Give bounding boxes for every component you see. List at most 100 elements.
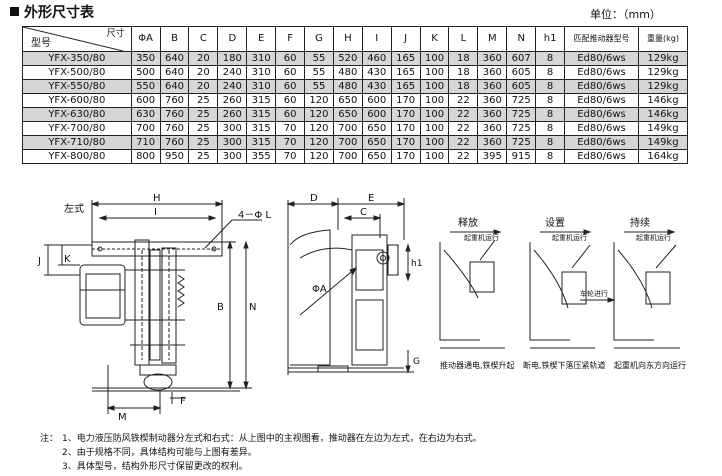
note-item: 3、具体型号，结构外形尺寸保留更改的权利。 [62,462,248,472]
value-cell: 70 [275,149,306,164]
value-cell: 710 [130,135,161,150]
front-view [44,200,262,414]
value-cell: 170 [390,93,421,108]
state-hold-sub: 起重机运行 [636,233,671,242]
value-cell: 520 [332,51,363,66]
value-cell: 360 [477,65,508,80]
notes-prefix: 注： [40,434,59,444]
value-cell: 605 [506,79,537,94]
value-cell: Ed80/6ws [564,51,639,66]
value-cell: Ed80/6ws [564,79,639,94]
left-style-label: 左式 [64,202,84,215]
value-cell: 22 [448,121,479,136]
unit-label: 单位：（mm） [590,8,661,21]
model-cell: YFX-350/80 [22,51,132,66]
value-cell: 650 [332,93,363,108]
value-cell: 480 [332,65,363,80]
header-col: h1 [535,26,566,52]
value-cell: 300 [217,149,248,164]
value-cell: 25 [188,121,219,136]
value-cell: 146kg [637,107,689,122]
value-cell: 650 [361,135,392,150]
side-view [286,198,414,375]
value-cell: 310 [246,65,277,80]
value-cell: 430 [361,65,392,80]
note-item: 2、由于规格不同，具体结构可能与上图有差异。 [62,448,257,458]
header-size-label: 尺寸 [106,29,125,39]
value-cell: 700 [332,121,363,136]
header-col: C [188,26,219,52]
value-cell: Ed80/6ws [564,121,639,136]
value-cell: 60 [275,65,306,80]
value-cell: 430 [361,79,392,94]
value-cell: 100 [419,79,450,94]
state-hold-side: 车轮进行 [580,289,608,298]
value-cell: Ed80/6ws [564,135,639,150]
value-cell: 800 [130,149,161,164]
header-actuator: 匹配推动器型号 [564,26,639,52]
value-cell: 395 [477,149,508,164]
header-col: M [477,26,508,52]
value-cell: 8 [535,135,566,150]
value-cell: 600 [361,93,392,108]
state-release-caption: 推动器通电,铁楔升起 [440,360,515,370]
technical-drawing: 左式 H I 4－Φ L J K B N M F D E C ΦA h1 G 释… [37,193,686,423]
value-cell: 25 [188,93,219,108]
model-cell: YFX-600/80 [22,93,132,108]
square-bullet-icon [10,7,19,16]
state-set-sub: 起重机运行 [552,233,587,242]
page-title: 外形尺寸表 [10,2,94,22]
value-cell: 315 [246,135,277,150]
value-cell: 100 [419,65,450,80]
header-col: B [159,26,190,52]
value-cell: 25 [188,149,219,164]
value-cell: 8 [535,51,566,66]
value-cell: 350 [130,51,161,66]
header-col: J [390,26,421,52]
value-cell: 149kg [637,135,689,150]
value-cell: 760 [159,135,190,150]
note-item: 1、电力液压防风铁楔制动器分左式和右式：从上图中的主视图看，推动器在左边为左式，… [62,434,482,444]
value-cell: 315 [246,107,277,122]
value-cell: 360 [477,93,508,108]
state-release [439,229,505,349]
dim-G: G [413,357,420,367]
value-cell: 650 [361,149,392,164]
value-cell: 170 [390,135,421,150]
value-cell: 8 [535,93,566,108]
value-cell: 360 [477,121,508,136]
value-cell: 8 [535,107,566,122]
header-col: K [419,26,450,52]
value-cell: 915 [506,149,537,164]
state-set [529,229,595,349]
value-cell: 129kg [637,65,689,80]
value-cell: 20 [188,51,219,66]
model-cell: YFX-500/80 [22,65,132,80]
value-cell: 149kg [637,121,689,136]
value-cell: 725 [506,93,537,108]
value-cell: 165 [390,65,421,80]
value-cell: 725 [506,121,537,136]
dim-h1: h1 [411,259,422,269]
value-cell: 164kg [637,149,689,164]
header-col: ΦA [130,26,161,52]
state-set-title: 设置 [545,217,565,229]
value-cell: 22 [448,135,479,150]
value-cell: 630 [130,107,161,122]
value-cell: 100 [419,107,450,122]
header-col: G [304,26,334,52]
value-cell: 360 [477,107,508,122]
header-model-label: 型号 [31,38,51,49]
header-col: F [275,26,306,52]
value-cell: 22 [448,107,479,122]
value-cell: 100 [419,149,450,164]
table-header-row: 尺寸 型号 ΦA B C D E F G H I J K L M N h1 匹配… [22,26,689,52]
value-cell: 725 [506,107,537,122]
value-cell: 8 [535,149,566,164]
